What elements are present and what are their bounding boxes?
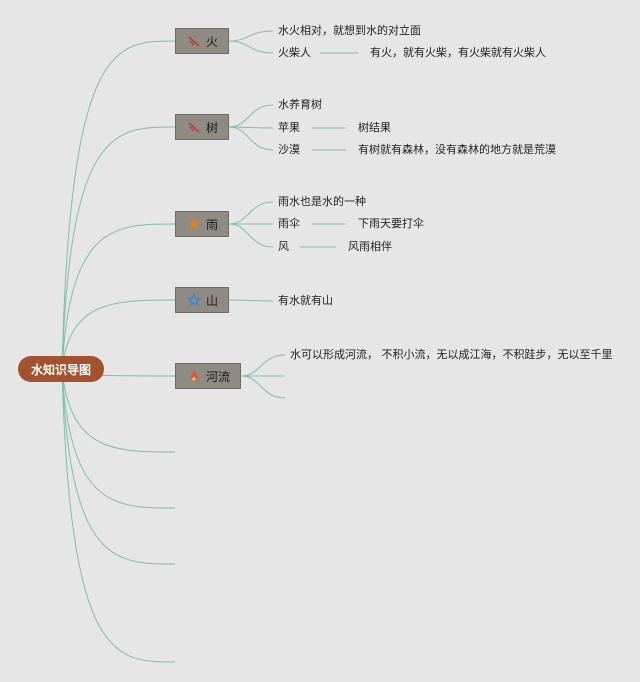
leaf-item[interactable]: 雨水也是水的一种 xyxy=(278,195,366,208)
topic-label: 雨 xyxy=(205,217,218,232)
leaf-sub-item[interactable]: 有树就有森林，没有森林的地方就是荒漠 xyxy=(358,143,556,156)
leaf-item[interactable]: 风 xyxy=(278,240,289,253)
topic-label: 河流 xyxy=(205,369,230,384)
topic-rain[interactable]: 雨 xyxy=(175,211,229,237)
leaf-item[interactable]: 火柴人 xyxy=(278,46,311,59)
root-connector-0 xyxy=(61,40,176,370)
leaf-item[interactable]: 水养育树 xyxy=(278,98,322,111)
tree-connector-2 xyxy=(228,126,274,151)
leaf-sub-item[interactable]: 树结果 xyxy=(358,121,391,134)
root-connector-8 xyxy=(61,368,176,663)
topic-label: 火 xyxy=(205,34,218,49)
topic-tree[interactable]: 树 xyxy=(175,114,229,140)
root-connector-5 xyxy=(61,368,176,453)
flame-icon xyxy=(186,368,202,384)
fire-connector-1 xyxy=(228,40,274,54)
leaf-sub-item[interactable]: 风雨相伴 xyxy=(348,240,392,253)
topic-fire[interactable]: 火 xyxy=(175,28,229,54)
root-connector-3 xyxy=(61,299,176,370)
tree-connector-0 xyxy=(228,104,274,128)
leaf-item[interactable]: 水可以形成河流， 不积小流，无以成江海，不积跬步，无以至千里 xyxy=(290,348,613,361)
leaf-sub-item[interactable]: 有火，就有火柴，有火柴就有火柴人 xyxy=(370,46,546,59)
star-outline-icon xyxy=(186,292,202,308)
leaf-item[interactable]: 水火相对，就想到水的对立面 xyxy=(278,24,421,37)
topic-mountain[interactable]: 山 xyxy=(175,287,229,313)
leaf-sub-item[interactable]: 下雨天要打伞 xyxy=(358,217,424,230)
star-filled-icon xyxy=(186,216,202,232)
leaf-item[interactable]: 有水就有山 xyxy=(278,294,333,307)
root-node[interactable]: 水知识导图 xyxy=(18,356,104,382)
topic-river[interactable]: 河流 xyxy=(175,363,241,389)
topic-label: 山 xyxy=(205,293,218,308)
root-connector-7 xyxy=(61,368,176,565)
topic-label: 树 xyxy=(205,120,218,135)
root-connector-2 xyxy=(61,223,176,370)
leaf-item[interactable]: 苹果 xyxy=(278,121,300,134)
river-connector-2 xyxy=(240,375,286,399)
strike-icon xyxy=(186,33,202,49)
root-label: 水知识导图 xyxy=(30,362,91,377)
root-connector-1 xyxy=(61,126,176,370)
leaf-item[interactable]: 沙漠 xyxy=(278,143,300,156)
rain-connector-0 xyxy=(228,201,274,225)
river-connector-0 xyxy=(240,354,286,377)
fire-connector-0 xyxy=(228,30,274,42)
mountain-connector-0 xyxy=(228,299,274,302)
rain-connector-2 xyxy=(228,223,274,248)
root-connector-6 xyxy=(61,368,176,509)
leaf-item[interactable]: 雨伞 xyxy=(278,217,300,230)
strike-icon xyxy=(186,119,202,135)
